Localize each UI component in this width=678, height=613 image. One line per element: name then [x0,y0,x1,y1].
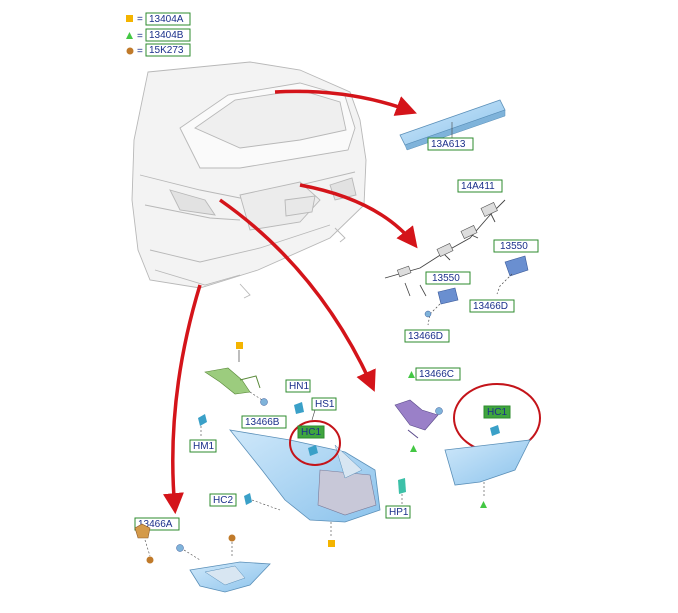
label-hm1: HM1 [193,441,215,452]
label-13550-center: 13550 [432,273,460,284]
legend-equals: = [137,14,143,25]
circle-icon [146,556,154,564]
label-hc2: HC2 [213,495,233,506]
circle-icon [228,534,236,542]
wiring-harness-group: 14A411 13550 13466D 13550 13466D [384,179,539,343]
label-13466d-upper: 13466D [473,301,508,312]
label-13466a: 13466A [138,519,173,530]
label-13466d-lower: 13466D [408,331,443,342]
right-tail-lamp-assembly: 13466C HC1 [394,367,541,508]
legend-code-13404b: 13404B [149,30,184,41]
label-13a613: 13A613 [431,139,466,150]
label-13466c: 13466C [419,369,454,380]
legend-code-15k273: 15K273 [149,45,184,56]
legend-equals: = [137,46,143,57]
label-hn1: HN1 [289,381,309,392]
high-mount-stop-lamp: 13A613 [399,99,506,151]
callout-arrows [163,89,418,515]
left-tail-lamp-assembly: 13466B HN1 HS1 HM1 HC1 HP1 HC2 [189,342,411,547]
lower-reflector-assembly: 13466A [134,517,271,593]
label-13466b: 13466B [245,417,280,428]
square-icon [236,342,243,349]
square-icon [126,15,133,22]
label-hc1-right: HC1 [487,407,507,418]
label-hc1-left: HC1 [301,427,321,438]
triangle-icon [480,501,487,508]
circle-icon [126,47,134,55]
triangle-icon [410,445,417,452]
label-13550-upper: 13550 [500,241,528,252]
label-hs1: HS1 [315,399,335,410]
legend: = 13404A = 13404B = 15K273 [126,12,191,57]
triangle-icon [126,32,133,39]
legend-equals: = [137,31,143,42]
square-icon [328,540,335,547]
triangle-icon [408,371,415,378]
label-hp1: HP1 [389,507,409,518]
legend-code-13404a: 13404A [149,14,184,25]
label-14a411: 14A411 [461,181,495,192]
vehicle-rear-illustration [131,61,367,299]
